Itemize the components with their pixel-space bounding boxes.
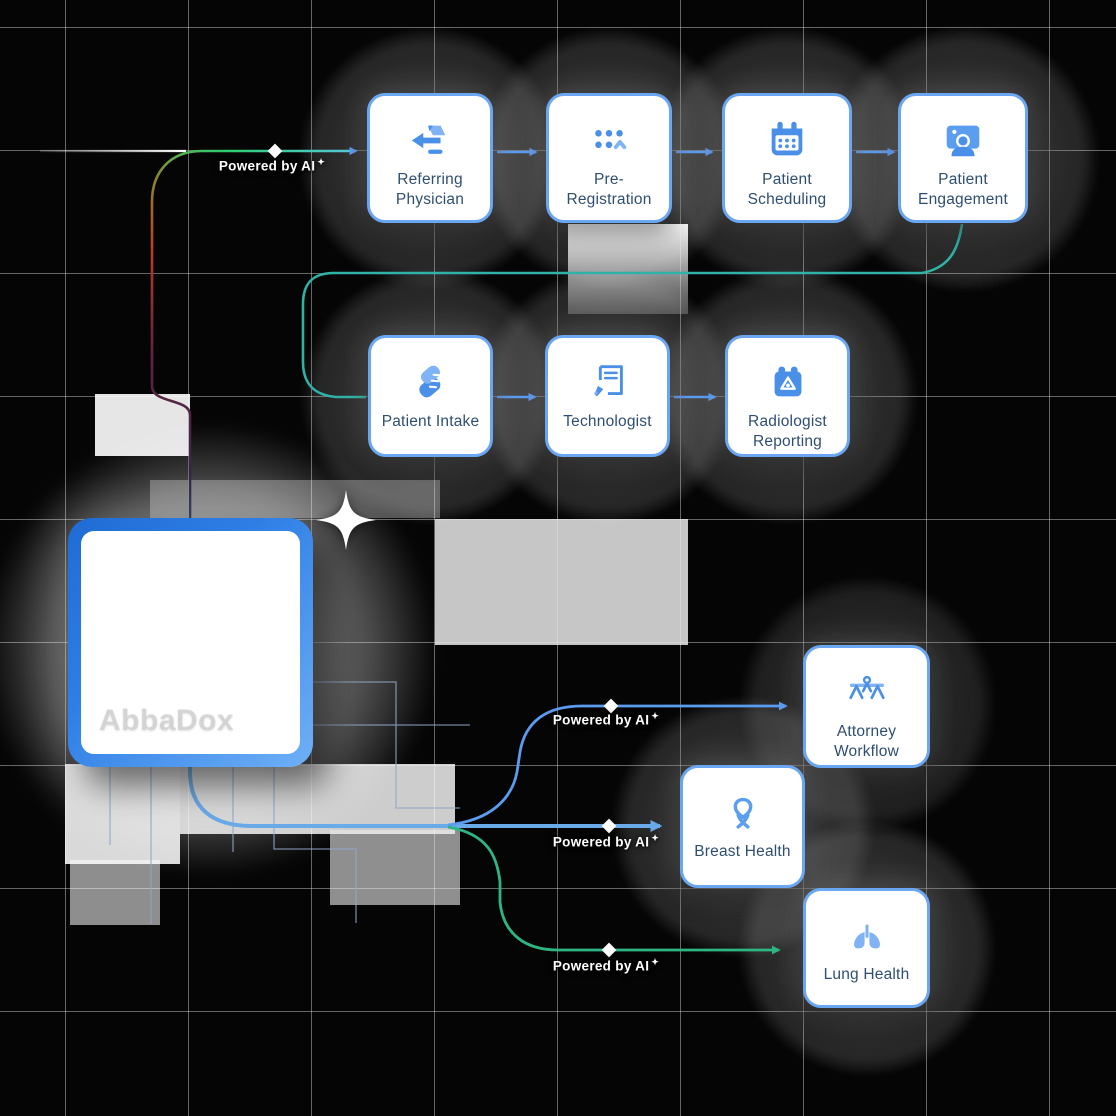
flow-line-hub-to-breast-health bbox=[188, 766, 663, 832]
node-pre-registration: Pre-Registration bbox=[546, 93, 672, 223]
light-patch bbox=[568, 224, 688, 314]
ai-diamond-markers bbox=[267, 143, 619, 958]
lungs-icon bbox=[844, 911, 890, 959]
node-label: Pre-Registration bbox=[566, 171, 652, 209]
abbadox-hub: AbbaDox bbox=[68, 490, 376, 767]
node-label: Lung Health bbox=[823, 966, 910, 983]
powered-by-ai-label: Powered by AI✦ bbox=[552, 711, 660, 728]
node-label: Breast Health bbox=[694, 843, 791, 860]
node-label: Attorney Workflow bbox=[833, 723, 900, 761]
node-breast-health: Breast Health bbox=[680, 765, 805, 888]
light-patch bbox=[330, 830, 460, 905]
node-label: Radiologist Reporting bbox=[748, 413, 827, 451]
node-label: Patient Intake bbox=[381, 413, 480, 430]
node-technologist: Technologist bbox=[545, 335, 670, 457]
scales-icon bbox=[844, 668, 890, 716]
node-referring-physician: Referring Physician bbox=[367, 93, 493, 223]
video-person-icon bbox=[940, 116, 986, 164]
powered-by-ai-label: Powered by AI✦ bbox=[218, 157, 326, 174]
sparkle-icon: ✦ bbox=[651, 833, 660, 843]
flow-line-hub-to-referring-physician bbox=[150, 146, 358, 519]
sparkle-icon bbox=[316, 490, 376, 550]
node-patient-engagement: Patient Engagement bbox=[898, 93, 1028, 223]
sparkle-icon: ✦ bbox=[651, 711, 660, 721]
light-patch bbox=[95, 394, 190, 456]
powered-by-ai-label: Powered by AI✦ bbox=[552, 957, 660, 974]
node-patient-scheduling: Patient Scheduling bbox=[722, 93, 852, 223]
document-pen-icon bbox=[585, 358, 631, 406]
decorative-trace-lines bbox=[109, 681, 470, 924]
light-patch bbox=[435, 519, 688, 645]
flow-line-branch-to-attorney bbox=[447, 701, 788, 827]
light-patch bbox=[150, 480, 440, 518]
abbadox-hub-panel: AbbaDox bbox=[81, 531, 300, 754]
abbadox-watermark: AbbaDox bbox=[99, 704, 235, 737]
light-patch bbox=[65, 764, 180, 864]
node-label: Technologist bbox=[563, 413, 652, 430]
node-radiologist-reporting: Radiologist Reporting bbox=[725, 335, 850, 457]
node-label: Patient Engagement bbox=[918, 171, 1008, 209]
node-attorney-workflow: Attorney Workflow bbox=[803, 645, 930, 768]
flow-line-branch-to-lung bbox=[447, 825, 781, 955]
sparkle-icon: ✦ bbox=[317, 157, 326, 167]
dots-form-icon bbox=[586, 116, 632, 164]
flow-line-engagement-to-intake bbox=[301, 223, 964, 399]
handshake-icon bbox=[408, 358, 454, 406]
node-label: Referring Physician bbox=[395, 171, 465, 209]
node-lung-health: Lung Health bbox=[803, 888, 930, 1008]
sparkle-icon: ✦ bbox=[651, 957, 660, 967]
node-label: Patient Scheduling bbox=[747, 171, 827, 209]
powered-by-ai-label: Powered by AI✦ bbox=[552, 833, 660, 850]
referral-arrow-icon bbox=[407, 116, 453, 164]
light-patch bbox=[70, 860, 160, 925]
radiology-bag-icon bbox=[765, 358, 811, 406]
ribbon-icon bbox=[720, 788, 766, 836]
calendar-icon bbox=[764, 116, 810, 164]
node-patient-intake: Patient Intake bbox=[368, 335, 493, 457]
